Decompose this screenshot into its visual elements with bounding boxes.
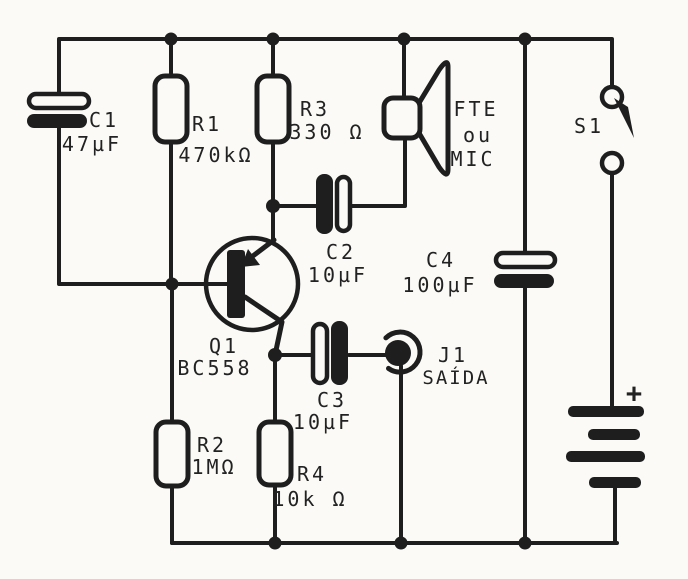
capacitor-c4-symbol xyxy=(493,250,558,288)
resistor-r4-symbol xyxy=(256,419,294,488)
r1-ref-label: R1 xyxy=(192,112,222,136)
c3-ref-label: C3 xyxy=(317,388,347,412)
resistor-r1-symbol xyxy=(152,73,190,145)
j1-value-label: SAÍDA xyxy=(422,366,489,389)
capacitor-c1-symbol xyxy=(26,91,92,128)
r1-value-label: 470kΩ xyxy=(178,143,253,167)
transistor-symbol xyxy=(203,235,301,358)
resistor-r3-symbol xyxy=(254,73,292,145)
c1-ref-label: C1 xyxy=(89,108,119,132)
labels: C1 47µF R1 470kΩ R3 330 Ω FTE ou MIC S1 … xyxy=(62,97,642,511)
c2-ref-label: C2 xyxy=(326,240,356,264)
q1-ref-label: Q1 xyxy=(209,334,239,358)
q1-value-label: BC558 xyxy=(177,356,252,380)
c2-value-label: 10µF xyxy=(308,263,368,287)
speaker-label-line2: ou xyxy=(463,123,493,147)
r3-value-label: 330 Ω xyxy=(289,120,364,144)
switch-lever-icon xyxy=(614,98,634,138)
r3-ref-label: R3 xyxy=(300,97,330,121)
r4-value-label: 10k Ω xyxy=(272,487,347,511)
speaker-label-line3: MIC xyxy=(450,147,495,171)
speaker-icon xyxy=(381,60,451,177)
c4-ref-label: C4 xyxy=(426,248,456,272)
c4-value-label: 100µF xyxy=(402,273,477,297)
battery-plus-label: + xyxy=(626,378,642,409)
r2-ref-label: R2 xyxy=(197,433,227,457)
capacitor-c3-symbol xyxy=(310,321,348,386)
wires xyxy=(57,37,619,545)
switch-symbol xyxy=(599,84,634,176)
c1-value-label: 47µF xyxy=(62,132,122,156)
pnp-arrow-icon xyxy=(241,249,260,267)
output-jack-symbol xyxy=(383,329,423,375)
resistor-r2-symbol xyxy=(153,419,191,489)
battery-symbol xyxy=(566,406,645,488)
j1-ref-label: J1 xyxy=(438,343,468,367)
c3-value-label: 10µF xyxy=(293,410,353,434)
r2-value-label: 1MΩ xyxy=(191,455,236,479)
s1-ref-label: S1 xyxy=(574,114,604,138)
capacitor-c2-symbol xyxy=(316,174,353,234)
r4-ref-label: R4 xyxy=(297,462,327,486)
speaker-label-line1: FTE xyxy=(453,97,498,121)
junction-dots xyxy=(164,32,532,550)
